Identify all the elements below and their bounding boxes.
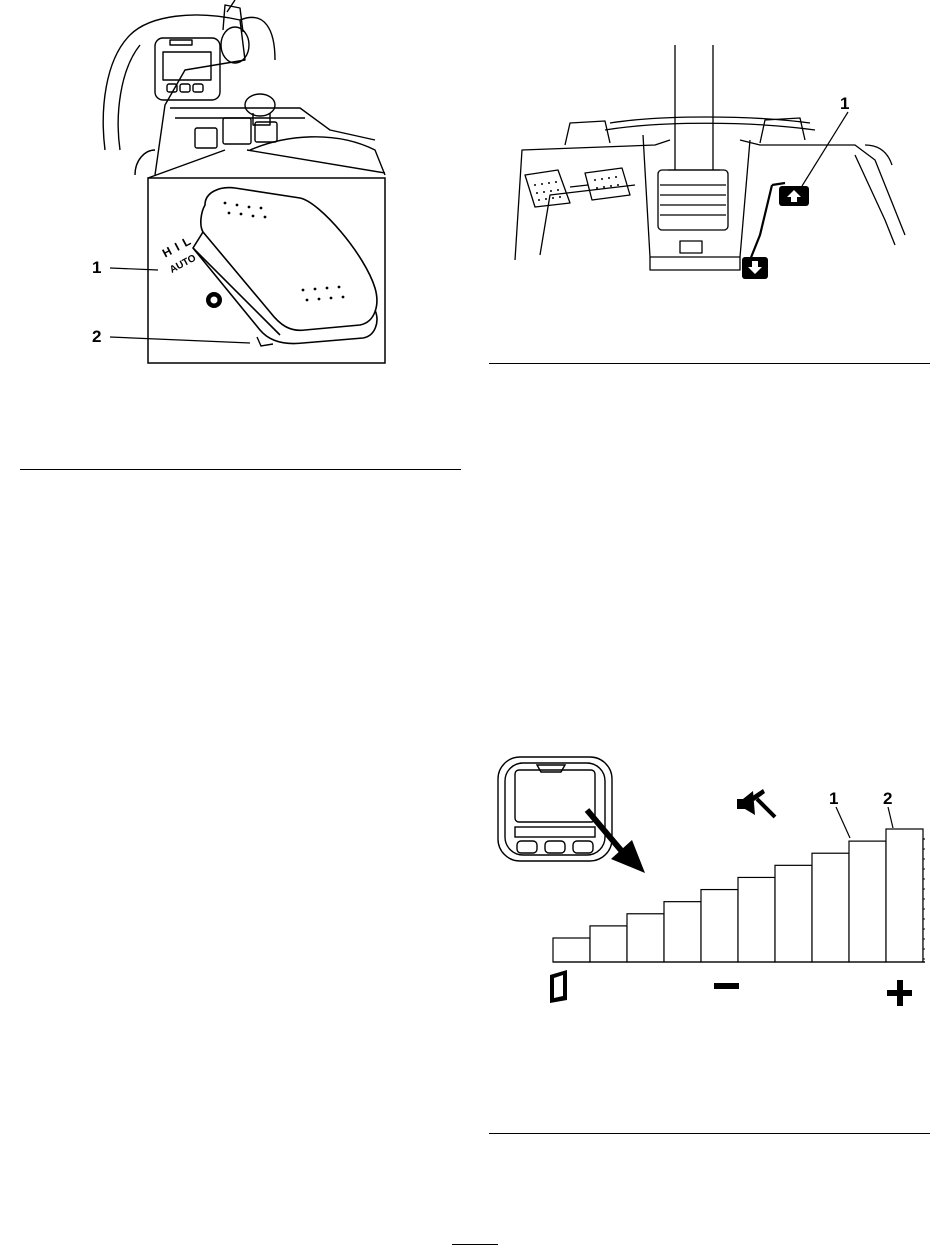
brightness-bar bbox=[775, 865, 812, 962]
brightness-bar bbox=[849, 841, 886, 962]
brightness-bar-current bbox=[923, 839, 925, 962]
brightness-bar bbox=[738, 877, 775, 962]
brightness-bars bbox=[553, 829, 925, 962]
figure-3-divider bbox=[489, 1133, 930, 1134]
figure-1-console-switch bbox=[75, 0, 395, 370]
brightness-bar bbox=[590, 926, 627, 962]
brightness-bar bbox=[664, 902, 701, 962]
rocker-switch-icon bbox=[193, 188, 377, 344]
figure-3-display-brightness bbox=[495, 755, 925, 1055]
figure-3-callout-2: 2 bbox=[883, 789, 892, 809]
page-number-rule bbox=[452, 1244, 498, 1245]
figure-1-divider bbox=[20, 469, 461, 470]
figure-1-callout-2: 2 bbox=[92, 327, 101, 347]
exit-door-icon bbox=[550, 970, 567, 1003]
display-panel-icon bbox=[498, 757, 612, 861]
mute-icon bbox=[737, 789, 775, 817]
up-arrow-icon bbox=[779, 186, 809, 206]
figure-2-divider bbox=[489, 363, 930, 364]
figure-3-callout-1: 1 bbox=[829, 789, 838, 809]
figure-1-callout-1: 1 bbox=[92, 258, 101, 278]
brightness-bar bbox=[886, 829, 923, 962]
brightness-bar bbox=[701, 890, 738, 962]
figure-2-steering-column bbox=[510, 45, 930, 295]
figure-2-callout-1: 1 bbox=[840, 94, 849, 114]
plus-icon bbox=[887, 980, 912, 1006]
brightness-bar bbox=[812, 853, 849, 962]
brightness-bar bbox=[553, 938, 590, 962]
brightness-bar bbox=[627, 914, 664, 962]
rotate-icon bbox=[206, 292, 222, 308]
minus-icon bbox=[714, 983, 739, 989]
down-arrow-icon bbox=[742, 257, 768, 279]
